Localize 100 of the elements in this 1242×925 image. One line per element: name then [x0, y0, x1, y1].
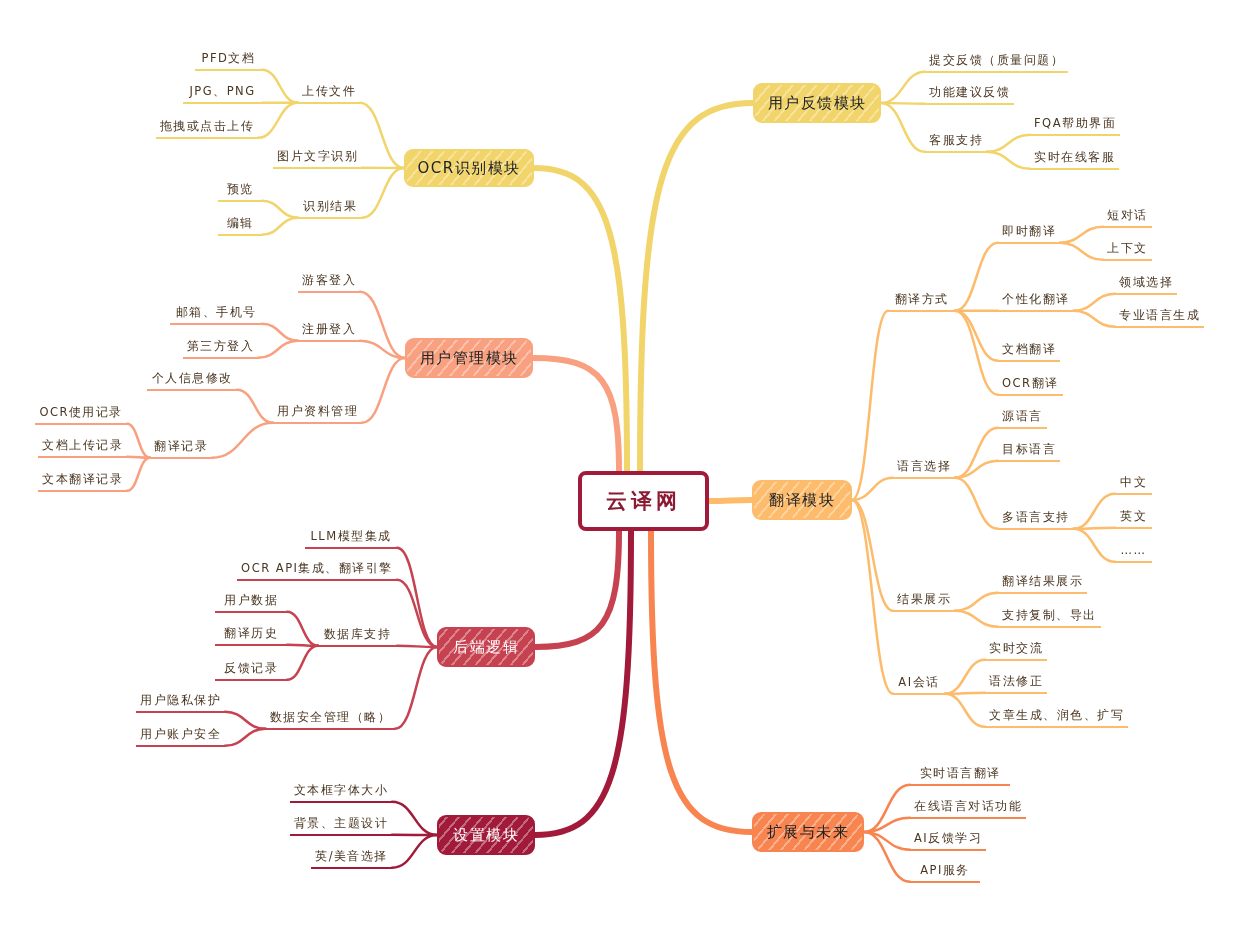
branch-label: 背景、主题设计: [289, 816, 392, 836]
branch-label: 文章生成、润色、扩写: [985, 708, 1128, 728]
branch-line: [125, 456, 152, 492]
branch-line: [395, 578, 439, 649]
branch-label: 结果展示: [893, 592, 955, 612]
branch-line: [125, 455, 152, 459]
branch-label: 翻译结果展示: [998, 574, 1087, 594]
branch-label: 拖拽或点击上传: [155, 119, 258, 139]
branch-label: 翻译方式: [888, 292, 955, 312]
branch-label: 用户账户安全: [136, 727, 225, 747]
branch-line: [256, 101, 300, 139]
branch-label: 个性化翻译: [998, 292, 1074, 312]
branch-label: OCR翻译: [998, 376, 1063, 396]
branch-label: 英文: [1115, 509, 1152, 529]
branch-line: [358, 290, 407, 360]
branch-label: 用户数据: [215, 593, 287, 613]
topic-box: 用户管理模块: [405, 338, 533, 378]
branch-line: [210, 421, 275, 459]
branch-label: 实时语言翻译: [910, 766, 1010, 786]
branch-label: 数据安全管理（略）: [265, 710, 395, 730]
branch-label: AI会话: [893, 675, 945, 695]
branch-line: [953, 309, 1000, 396]
branch-line: [953, 609, 1000, 628]
branch-label: PFD文档: [195, 51, 262, 71]
branch-line: [953, 241, 1000, 312]
branch-label: 中文: [1115, 475, 1152, 495]
topic-box: OCR识别模块: [404, 149, 534, 187]
branch-label: 个人信息修改: [147, 371, 237, 391]
branch-label: 预览: [218, 182, 262, 202]
branch-line: [953, 591, 1000, 612]
branch-label: 数据库支持: [318, 627, 397, 647]
branch-label: LLM模型集成: [305, 529, 397, 549]
branch-label: 第三方登入: [182, 339, 258, 359]
branch-label: 专业语言生成: [1115, 308, 1204, 328]
topic-box: 用户反馈模块: [753, 83, 881, 123]
branch-label: API服务: [910, 863, 980, 883]
branch-line: [943, 691, 987, 695]
branch-label: 文本框字体大小: [289, 783, 392, 803]
branch-line: [260, 199, 300, 219]
branch-label: 用户资料管理: [273, 404, 362, 424]
branch-label: 翻译记录: [150, 439, 212, 459]
branch-label: OCR API集成、翻译引擎: [237, 561, 397, 581]
branch-label: 实时交流: [985, 641, 1047, 661]
branch-label: 英/美音选择: [311, 849, 392, 869]
branch-label: 编辑: [218, 216, 262, 236]
branch-line: [953, 476, 1000, 530]
branch-label: 支持复制、导出: [998, 608, 1101, 628]
branch-line: [1058, 241, 1105, 261]
branch-line: [256, 339, 300, 359]
branch-label: 客服支持: [925, 133, 987, 153]
branch-label: 语法修正: [985, 674, 1047, 694]
branch-label: 文档上传记录: [38, 438, 127, 458]
branch-label: 识别结果: [298, 199, 362, 219]
branch-label: 功能建议反馈: [925, 85, 1014, 105]
topic-box: 设置模块: [437, 815, 535, 855]
topic-box: 扩展与未来: [752, 812, 864, 852]
branch-label: 上下文: [1103, 241, 1152, 261]
branch-label: AI反馈学习: [910, 831, 987, 851]
branch-line: [235, 388, 275, 424]
branch-label: 用户隐私保护: [136, 693, 225, 713]
branch-label: 文档翻译: [998, 342, 1060, 362]
branch-line: [1072, 309, 1117, 328]
branch-line: [879, 101, 927, 153]
branch-line: [1072, 526, 1117, 530]
branch-line: [285, 643, 320, 647]
branch-label: 目标语言: [998, 442, 1060, 462]
branch-line: [285, 644, 320, 681]
branch-label: 翻译历史: [215, 626, 287, 646]
branch-line: [260, 68, 300, 104]
topic-box: 后端逻辑: [437, 627, 535, 667]
branch-line: [985, 150, 1032, 170]
branch-line: [985, 133, 1032, 153]
branch-line: [953, 459, 1000, 479]
branch-line: [358, 101, 406, 170]
branch-line: [260, 216, 300, 236]
branch-line: [360, 356, 407, 424]
branch-line: [223, 727, 267, 747]
branch-line: [360, 166, 406, 219]
branch-label: 领域选择: [1115, 275, 1177, 295]
branch-label: 上传文件: [298, 84, 360, 104]
branch-label: 多语言支持: [998, 510, 1074, 530]
branch-label: OCR使用记录: [35, 405, 127, 425]
branch-line: [850, 498, 895, 695]
branch-label: 源语言: [998, 409, 1047, 429]
topic-box: 翻译模块: [752, 480, 852, 520]
branch-line: [1058, 225, 1105, 244]
central-topic-box: 云译网: [577, 471, 709, 531]
branch-label: 注册登入: [298, 322, 360, 342]
branch-line: [260, 322, 300, 342]
branch-line: [943, 692, 987, 728]
branch-label: 图片文字识别: [273, 149, 362, 169]
branch-line: [1072, 527, 1117, 563]
branch-line: [862, 830, 912, 883]
branch-line: [393, 645, 439, 730]
branch-label: 语言选择: [893, 459, 955, 479]
branch-line: [1072, 292, 1117, 312]
branch-label: 即时翻译: [998, 224, 1060, 244]
branch-line: [850, 309, 890, 502]
branch-label: 游客登入: [298, 273, 360, 293]
branch-label: 邮箱、手机号: [170, 305, 262, 325]
